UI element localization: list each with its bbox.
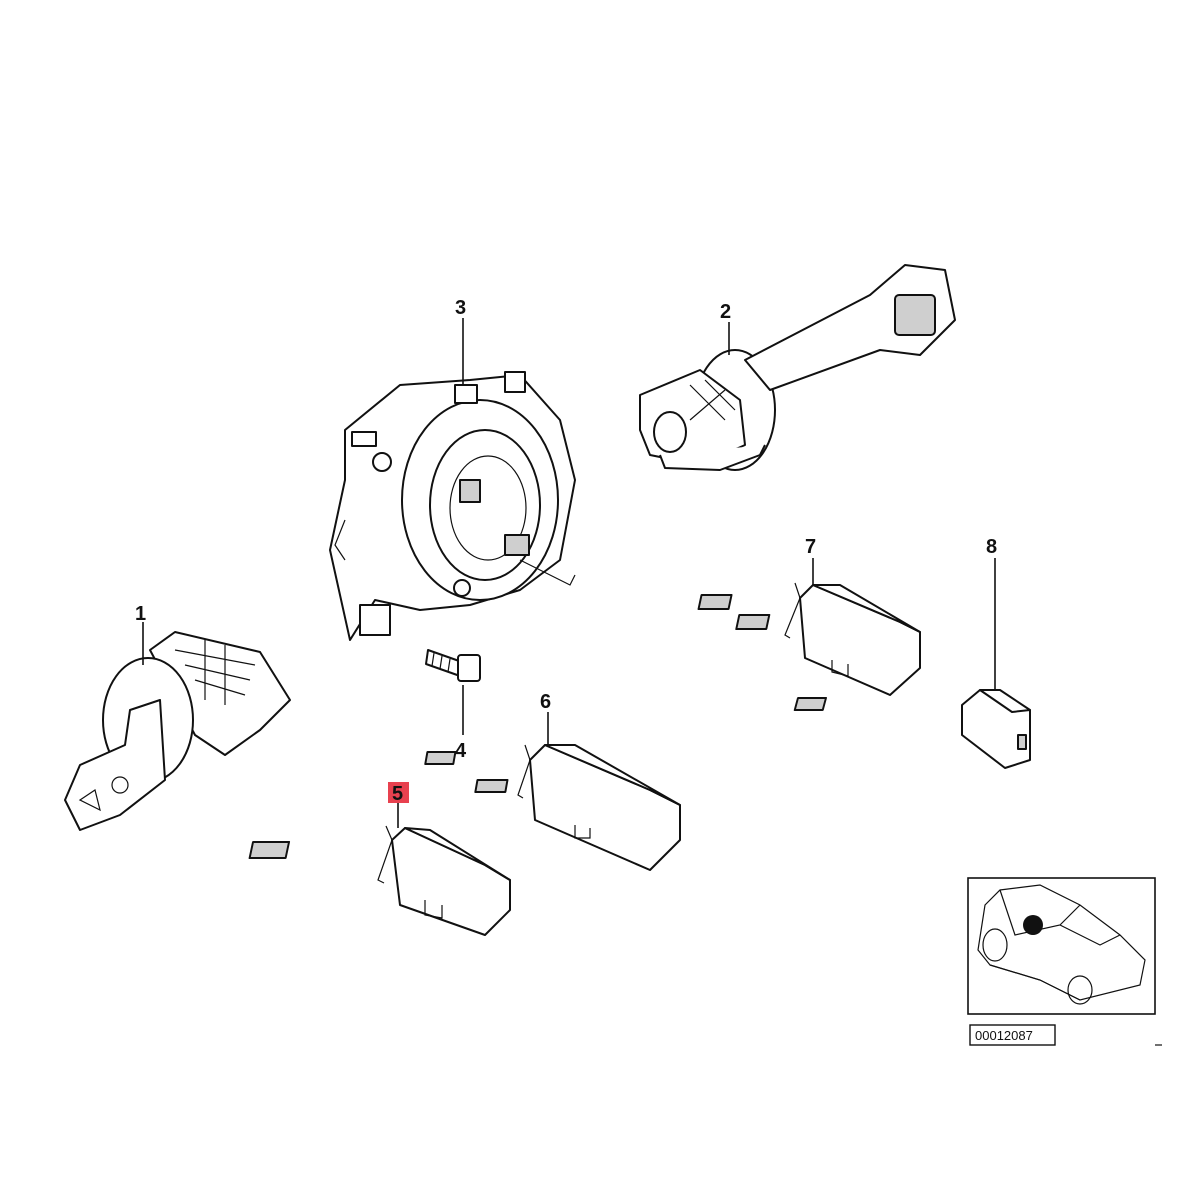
- part-3-clock-spring: [329, 371, 576, 641]
- part-6-switch-block: [424, 744, 681, 871]
- location-marker-icon: [1023, 915, 1043, 935]
- callout-1: 1: [135, 603, 146, 625]
- callout-2: 2: [720, 301, 731, 323]
- reference-number: 00012087: [975, 1028, 1033, 1043]
- callout-4: 4: [455, 740, 467, 762]
- callout-7: 7: [805, 536, 816, 558]
- callout-8: 8: [986, 536, 997, 558]
- callout-5: 5: [392, 783, 403, 805]
- reference-box: [969, 1024, 1056, 1046]
- part-7-switch-block: [697, 582, 921, 696]
- part-2-stalk-switch: [639, 264, 956, 471]
- part-1-stalk-switch: [64, 631, 291, 831]
- callout-5-highlight: [388, 782, 409, 803]
- callout-3: 3: [455, 297, 466, 319]
- callout-6: 6: [540, 691, 551, 713]
- part-4-bolt: [425, 649, 481, 682]
- car-location-inset: [967, 877, 1156, 1015]
- part-8-switch: [793, 689, 1031, 769]
- part-5-switch: [248, 825, 511, 936]
